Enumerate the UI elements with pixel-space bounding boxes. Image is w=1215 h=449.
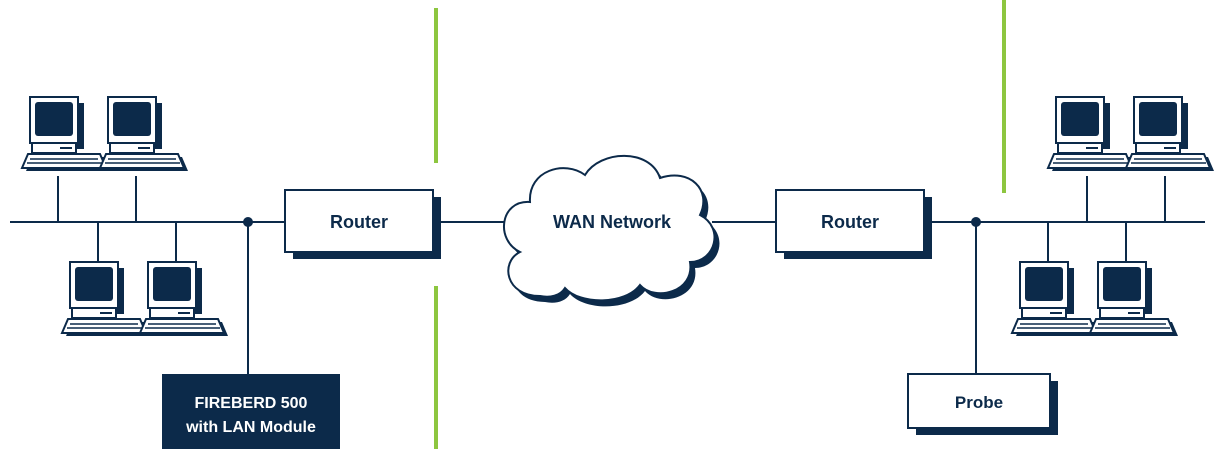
computer-icon-right-bottom-1 — [1011, 261, 1101, 337]
computer-icon-left-bottom-1 — [61, 261, 151, 337]
probe-box — [907, 373, 1051, 429]
right-tap-point — [971, 217, 981, 227]
router-right-label: Router — [821, 212, 879, 232]
computer-icon-right-top-2 — [1125, 96, 1215, 172]
left-tap-point — [243, 217, 253, 227]
computer-icon-right-top-1 — [1047, 96, 1137, 172]
computer-icon-right-bottom-2 — [1089, 261, 1179, 337]
router-left-label: Router — [330, 212, 388, 232]
probe-label: Probe — [955, 393, 1003, 412]
wan-label: WAN Network — [553, 212, 672, 232]
router-right-box — [775, 189, 925, 253]
fireberd-label-line1: FIREBERD 500 — [195, 395, 308, 412]
computer-icon-left-bottom-2 — [139, 261, 229, 337]
cloud-icon — [503, 155, 720, 307]
fireberd-box — [162, 374, 340, 449]
computer-icon-left-top-1 — [21, 96, 111, 172]
computer-icon-left-top-2 — [99, 96, 189, 172]
router-left-box — [284, 189, 434, 253]
fireberd-label-line2: with LAN Module — [185, 419, 316, 436]
